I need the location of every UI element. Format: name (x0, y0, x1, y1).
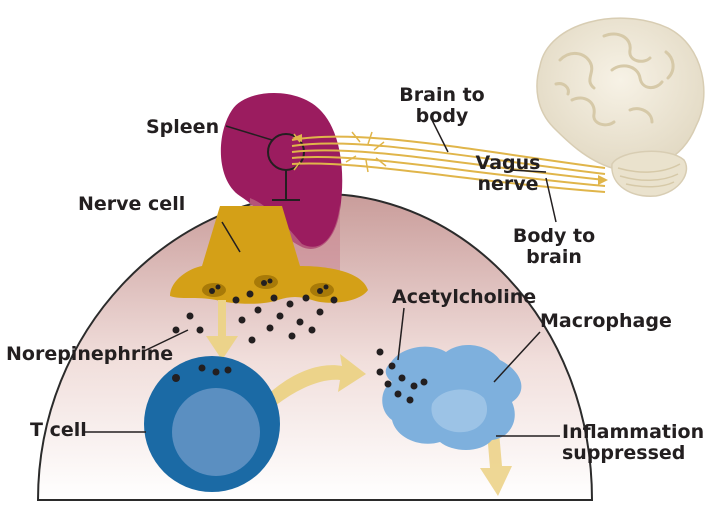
brain-to-body-line2: body (396, 106, 488, 127)
t-cell-label: T cell (30, 420, 87, 441)
inflammation-line2: suppressed (562, 443, 704, 464)
cerebellum (612, 151, 687, 196)
norepinephrine-label: Norepinephrine (6, 344, 173, 365)
inflammation-line1: Inflammation (562, 422, 704, 443)
t-cell-nucleus (172, 388, 260, 476)
vagus-nerve-line1: Vagus (466, 153, 550, 174)
inflammation-suppressed-label: Inflammation suppressed (562, 422, 704, 464)
vagus-nerve-label: Vagus nerve (466, 153, 550, 195)
brain-to-body-line1: Brain to (396, 85, 488, 106)
spleen-label: Spleen (146, 117, 219, 138)
acetylcholine-label: Acetylcholine (392, 287, 536, 308)
macrophage-label: Macrophage (540, 311, 672, 332)
body-to-brain-line2: brain (508, 247, 600, 268)
nerve-cell-label: Nerve cell (78, 194, 185, 215)
brain-to-body-label: Brain to body (396, 85, 488, 127)
body-to-brain-label: Body to brain (508, 226, 600, 268)
vagus-nerve-line2: nerve (466, 174, 550, 195)
brain (537, 18, 704, 173)
body-to-brain-line1: Body to (508, 226, 600, 247)
